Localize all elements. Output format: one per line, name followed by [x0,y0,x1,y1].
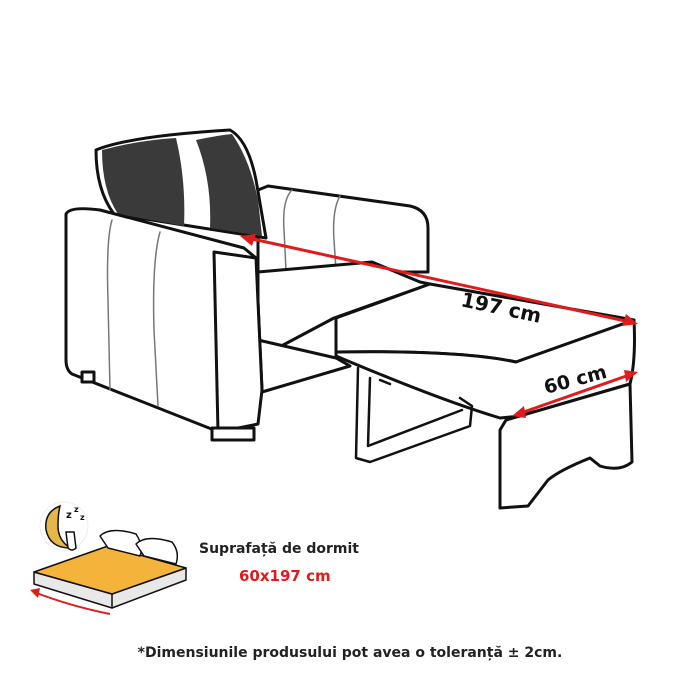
svg-text:z: z [80,513,85,522]
sleep-surface-value: 60x197 cm [239,567,331,585]
moon-sleep-icon: z z z [39,501,89,551]
armrest-seam [282,189,341,271]
metal-frame [354,366,474,464]
armrest-side [212,250,264,434]
arrow-head [622,314,638,326]
armrest-foot [210,426,256,442]
svg-text:z: z [66,510,72,521]
cushion-stripe [102,138,185,226]
pillow [99,529,143,557]
armrest-foot [80,370,96,384]
tolerance-footnote: *Dimensiunile produsului pot avea o tole… [137,645,563,661]
armrest-seam [106,219,161,407]
arrow-head [624,370,638,382]
svg-text:z: z [74,505,79,514]
length-dimension [240,234,638,326]
cushion-stripe [196,134,262,236]
bed-extension-front [334,318,636,420]
mattress-top [33,545,187,595]
sleep-surface-title: Suprafață de dormit [199,541,359,557]
length-line [247,236,631,324]
width-line [517,372,633,416]
bed-size-arrow [30,588,111,615]
width-dimension [512,370,638,418]
arrow-head [512,406,526,418]
arrow-head [240,234,256,246]
bed-leg [498,382,634,510]
pillow [135,537,179,565]
bed-icon [33,529,187,609]
armchair-bed-drawing [64,128,636,510]
